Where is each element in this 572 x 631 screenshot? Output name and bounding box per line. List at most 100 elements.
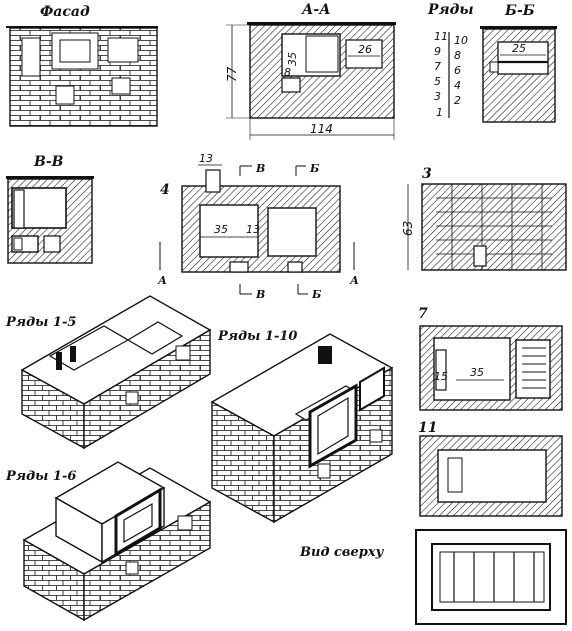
row4-mark-v-bottom: В [255, 288, 265, 301]
rows110-cleanout-door [369, 429, 383, 443]
rows15-flue-recess [126, 321, 184, 355]
row4-chimney-slot [205, 169, 221, 193]
rows-right-6: 6 [454, 64, 461, 77]
row4-mark-v-top: В [255, 162, 265, 175]
row-7-number: 7 [418, 306, 428, 322]
rows-1-10-isometric: Ряды 1-10 [210, 329, 394, 524]
row4-mark-b-bottom: Б [311, 288, 322, 301]
top-view-hob-plate [431, 543, 551, 611]
aa-flue-cavity [345, 39, 383, 69]
top-view-title: Вид сверху [299, 545, 385, 560]
row7-side-channel [435, 349, 447, 391]
rows16-oven-door-panel [123, 502, 153, 544]
row4-firebox [199, 204, 259, 258]
row4-dim-13-top: 13 [199, 152, 213, 165]
row-4-number: 4 [160, 182, 170, 198]
facade-ash-door [55, 85, 75, 105]
rows-left-7: 7 [434, 60, 441, 73]
aa-dim-114: 114 [310, 122, 333, 136]
row4-dim-13-mid: 13 [246, 223, 260, 236]
facade-damper-door [21, 37, 41, 77]
rows110-oven-door [359, 366, 385, 412]
row3-plan-outline [421, 183, 567, 271]
row11-channel [447, 457, 463, 493]
rows-scale-title: Ряды [427, 2, 474, 18]
rows110-firebox-door-panel [317, 396, 349, 456]
rows16-front-face [83, 500, 211, 622]
rows-right-8: 8 [454, 49, 461, 62]
section-vv-title: В-В [33, 154, 64, 170]
rows-right-10: 10 [454, 34, 468, 47]
rows-left-1: 1 [436, 106, 443, 119]
facade-view: Фасад [6, 4, 158, 127]
row4-mark-a-left: А [157, 274, 167, 287]
rows-scale: Ряды 11 9 7 5 3 1 10 8 6 4 2 [427, 2, 474, 119]
facade-top-slab [6, 26, 158, 28]
rows-1-10-title: Ряды 1-10 [217, 329, 297, 344]
section-vv-view: В-В [6, 154, 94, 264]
aa-hob-box [305, 35, 339, 73]
row4-mark-a-right: А [349, 274, 359, 287]
row7-grate-bars [522, 347, 546, 389]
facade-clean-out-door [111, 77, 131, 95]
row3-brick-joints-v [451, 184, 543, 270]
facade-title: Фасад [40, 4, 90, 20]
rows15-grate-dark-1 [56, 352, 62, 370]
rows16-ash-door [125, 561, 139, 575]
top-view-inner-frame [439, 551, 545, 603]
aa-dim-77: 77 [225, 66, 239, 82]
row4-cleanout-opening [287, 261, 303, 273]
bb-firebox-cavity [497, 41, 549, 75]
row-11-plan: 11 [418, 420, 563, 517]
row4-mark-b-top: Б [309, 162, 320, 175]
bb-dim-25: 25 [512, 42, 526, 55]
vv-oven-door-edge [13, 189, 25, 229]
vv-top-slab [6, 176, 94, 179]
rows-1-5-isometric: Ряды 1-5 [5, 295, 212, 450]
row4-dim-35: 35 [214, 223, 228, 236]
rows-1-6-title: Ряды 1-6 [5, 469, 76, 484]
aa-dim-26: 26 [358, 43, 372, 56]
row-7-plan: 7 15 35 [418, 306, 563, 411]
row-4-plan: 4 13 35 13 В Б В Б А А [157, 152, 359, 301]
rows-left-11: 11 [434, 30, 448, 43]
row-3-plan: 3 63 [401, 166, 567, 271]
row-3-number: 3 [422, 166, 432, 182]
rows-left-3: 3 [434, 90, 441, 103]
aa-dim-8: 8 [284, 66, 291, 79]
rows110-ash-door [317, 463, 331, 479]
vv-lower-channel [43, 235, 61, 253]
row7-firebox [433, 337, 511, 401]
rows15-grate-dark-2 [70, 346, 76, 362]
rows15-ash-door [125, 391, 139, 405]
row3-brick-joints-h [436, 197, 552, 255]
rows110-chimney-opening [318, 346, 332, 364]
facade-oven-door [107, 37, 139, 63]
rows15-cleanout-door [175, 345, 191, 361]
facade-firebox-door-panel [59, 39, 91, 63]
rows-right-4: 4 [454, 79, 461, 92]
row4-ash-opening [229, 261, 249, 273]
row4-flue-chamber [267, 207, 317, 257]
rows-1-6-isometric: Ряды 1-6 [5, 461, 212, 622]
rows-left-5: 5 [434, 75, 441, 88]
rows110-firebox-door [308, 383, 358, 469]
vv-ash-door-edge [13, 237, 23, 251]
row3-ash-opening [473, 245, 487, 267]
row7-dim-35: 35 [470, 366, 484, 379]
row3-dim-63: 63 [401, 221, 415, 236]
aa-dim-35: 35 [286, 52, 299, 66]
rows-left-9: 9 [434, 45, 441, 58]
rows-right-2: 2 [454, 94, 461, 107]
rows16-cleanout-door [177, 515, 193, 531]
row-11-number: 11 [418, 420, 437, 436]
aa-ash-pit [281, 77, 301, 93]
row7-dim-15: 15 [434, 370, 448, 383]
rows-1-5-title: Ряды 1-5 [5, 315, 76, 330]
top-view-plate-rings [453, 552, 535, 602]
top-view: Вид сверху [299, 529, 567, 625]
section-bb-title: Б-Б [504, 3, 535, 19]
section-aa-view: А-А 35 8 26 77 114 [225, 2, 396, 140]
bb-top-slab [480, 26, 557, 29]
